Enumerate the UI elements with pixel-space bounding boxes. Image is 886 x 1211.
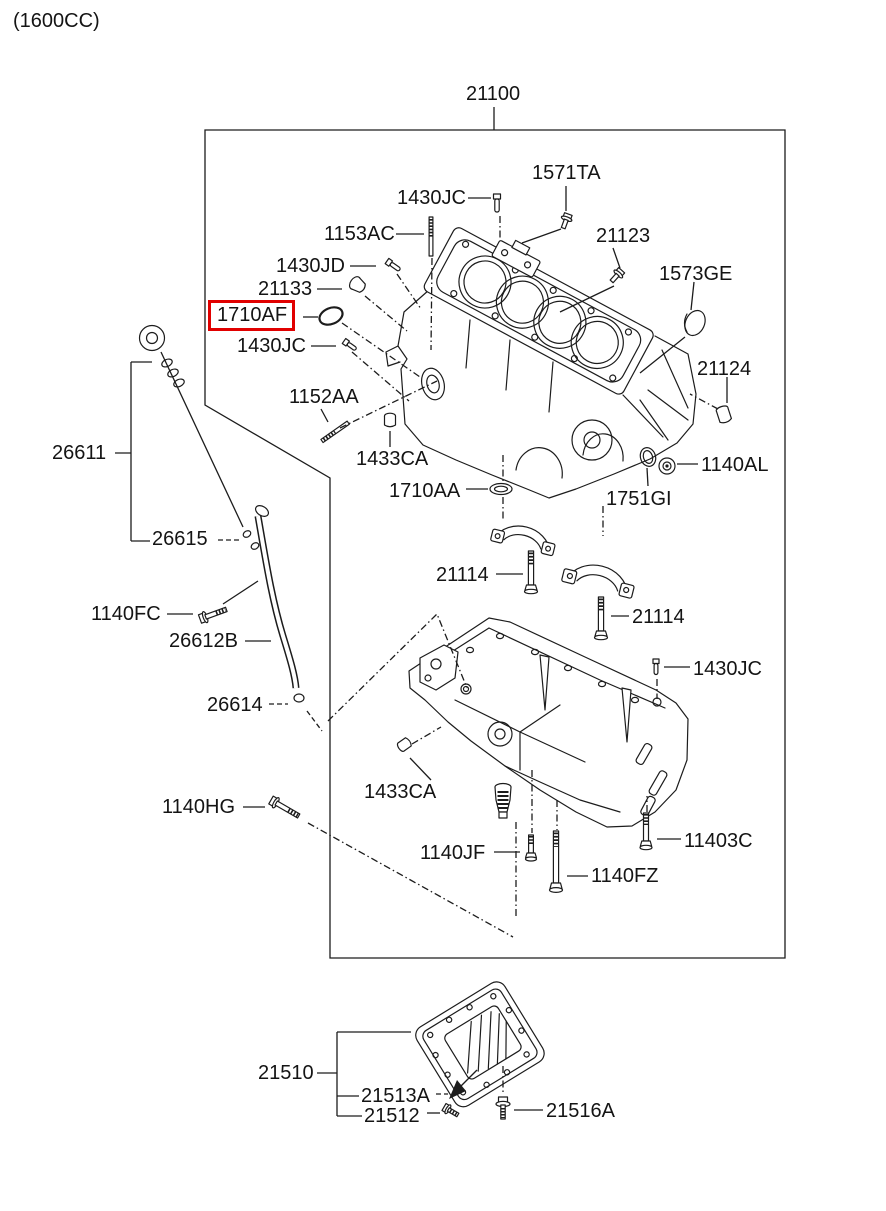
part-label-21512: 21512	[364, 1105, 420, 1127]
oil-pan-plate-drawing	[412, 978, 548, 1110]
cup-plug-icon-21124	[716, 405, 733, 424]
oil-guide-tube-drawing	[254, 503, 296, 688]
part-label-1710aa: 1710AA	[389, 480, 461, 502]
part-label-1430jd: 1430JD	[276, 255, 345, 277]
part-label-26611: 26611	[52, 442, 107, 464]
part-label-1710af: 1710AF	[217, 304, 288, 326]
grommet-icon-1140al	[659, 458, 675, 474]
bolt-icon-21123	[608, 267, 626, 286]
part-label-1140al: 1140AL	[701, 454, 769, 476]
part-label-11403c: 11403C	[684, 830, 753, 852]
part-label-26614: 26614	[207, 694, 263, 716]
oring-icon-1710aa	[490, 484, 512, 495]
oil-screen-plug-icon	[495, 784, 511, 819]
oring-icon-1710af	[317, 304, 345, 328]
part-label-21510: 21510	[258, 1062, 314, 1084]
part-label-1751gi: 1751GI	[606, 488, 672, 510]
dowel-pin-icon-1430jc-top	[494, 194, 501, 212]
plug-icon-1433ca-low	[396, 737, 412, 753]
part-label-21123: 21123	[596, 225, 651, 247]
clip-icons-26615	[242, 529, 260, 550]
part-label-1140hg: 1140HG	[162, 796, 236, 818]
bolt-icon-1140jf	[526, 835, 537, 861]
stud-bolt-icon-1153ac	[429, 217, 433, 256]
part-label-21133: 21133	[258, 278, 313, 300]
gasket-arrow-icon-21513a	[449, 1070, 477, 1099]
part-label-1433ca-1: 1433CA	[356, 448, 429, 470]
plug-icon-1433ca-top	[385, 413, 396, 427]
bolt-icon-21114-right	[595, 597, 608, 640]
screw-icon-21516a	[496, 1097, 510, 1119]
bolt-icon-1140fc	[198, 604, 228, 624]
displacement-note: (1600CC)	[13, 10, 100, 32]
dowel-pin-icon-1430jc-mid	[342, 339, 357, 352]
part-label-26615: 26615	[152, 528, 208, 550]
part-label-1430jc-1: 1430JC	[397, 187, 466, 209]
part-label-1153ac: 1153AC	[324, 223, 395, 245]
part-label-21124: 21124	[697, 358, 752, 380]
bolt-icon-1140fz	[550, 831, 563, 892]
bolt-icon-1140hg	[268, 795, 302, 821]
part-label-1140fz: 1140FZ	[591, 865, 659, 887]
part-label-1140jf: 1140JF	[420, 842, 486, 864]
part-label-1571ta: 1571TA	[532, 162, 601, 184]
part-label-21513a: 21513A	[361, 1085, 430, 1107]
upper-oil-pan-drawing	[409, 618, 688, 827]
bolt-icon-21114-left	[525, 551, 538, 594]
part-label-21114-1: 21114	[436, 564, 489, 586]
bolt-icon-1571ta	[558, 212, 573, 230]
bearing-cap-2	[561, 558, 637, 599]
sealing-cap-icon-21133	[347, 275, 368, 295]
dowel-pin-icon-1430jd	[385, 258, 401, 272]
part-label-1573ge: 1573GE	[659, 263, 733, 285]
part-label-1433ca-2: 1433CA	[364, 781, 437, 803]
part-label-21114-2: 21114	[632, 606, 685, 628]
oil-seal-icon-1751gi	[638, 446, 658, 469]
engine-block-drawing	[386, 226, 696, 498]
bolt-icon-11403c	[640, 813, 652, 850]
dowel-pin-icon-1430jc-low	[653, 659, 659, 675]
part-label-1430jc-2: 1430JC	[237, 335, 306, 357]
core-plug-icon-1573ge	[681, 307, 709, 338]
diagram-border-box	[205, 130, 785, 958]
part-label-21516a: 21516A	[546, 1100, 615, 1122]
part-label-21100: 21100	[466, 83, 521, 105]
ring-icon-26614	[294, 694, 304, 702]
leader-lines	[115, 107, 727, 1116]
part-label-1152aa: 1152AA	[289, 386, 359, 408]
part-label-1430jc-3: 1430JC	[693, 658, 762, 680]
highlight-box-1710af: 1710AF	[208, 300, 296, 331]
part-label-1140fc: 1140FC	[91, 603, 161, 625]
dipstick-drawing	[140, 326, 244, 528]
bearing-cap-1	[490, 519, 557, 556]
deck-bracket	[492, 234, 544, 278]
stud-bolt-icon-1152aa	[321, 421, 349, 442]
screw-icon-21512	[442, 1103, 461, 1120]
part-label-26612b: 26612B	[169, 630, 238, 652]
